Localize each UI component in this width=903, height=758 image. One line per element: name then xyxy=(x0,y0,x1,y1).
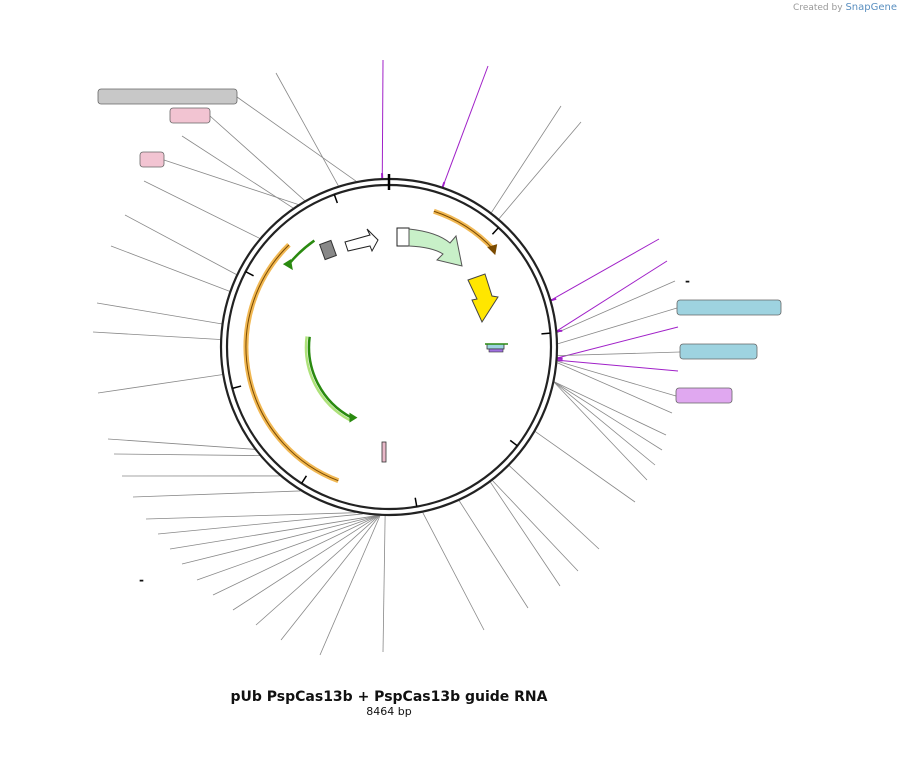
tick-mark xyxy=(415,498,417,507)
leader-line xyxy=(213,516,378,595)
flag-box xyxy=(382,442,386,462)
green-arc-inner-halo xyxy=(306,336,350,420)
leader-line xyxy=(383,516,385,652)
feature-leader xyxy=(210,116,305,201)
feature-leader xyxy=(164,160,298,204)
tick-mark xyxy=(302,476,307,484)
inner-features xyxy=(246,211,508,480)
snapgene-logo-text: SnapGene xyxy=(845,2,897,13)
du6-promoter-arrow xyxy=(345,229,378,251)
leader-line xyxy=(111,246,229,291)
primer-leader xyxy=(557,327,678,358)
leader-line xyxy=(509,466,599,549)
leader-line xyxy=(490,482,560,586)
leader-line xyxy=(281,516,379,640)
leader-line xyxy=(97,303,222,324)
grey-feature-box xyxy=(320,240,337,259)
leader-line xyxy=(459,501,528,608)
snapgene-credit: Created by SnapGene xyxy=(793,2,897,13)
tick-mark xyxy=(492,228,498,235)
leader-line xyxy=(144,181,260,238)
backbone-outer xyxy=(221,179,557,515)
leader-line xyxy=(276,73,338,186)
leader-lines xyxy=(93,60,680,655)
feature-leader xyxy=(558,352,680,356)
leader-line xyxy=(182,516,378,564)
primer-leader xyxy=(556,360,678,371)
leader-line xyxy=(170,516,377,549)
leader-line xyxy=(557,363,672,413)
feature-box xyxy=(677,300,781,315)
leader-line xyxy=(320,516,380,655)
leader-line xyxy=(499,122,581,219)
plasmid-size: 8464 bp xyxy=(366,705,411,718)
plasmid-name: pUb PspCas13b + PspCas13b guide RNA xyxy=(230,689,547,705)
leader-line xyxy=(197,516,378,580)
leader-line xyxy=(554,382,655,465)
leader-line xyxy=(423,513,484,630)
lac-feature-m13 xyxy=(489,349,503,352)
leader-line xyxy=(93,332,220,339)
primer-leader xyxy=(382,60,383,179)
feature-box xyxy=(140,152,164,167)
site-dash: - xyxy=(139,573,144,587)
tick-mark xyxy=(246,272,254,276)
leader-line xyxy=(108,439,254,449)
ampr-arrow xyxy=(409,229,462,266)
green-arc-small xyxy=(289,241,314,264)
tick-mark xyxy=(334,195,337,203)
leader-line xyxy=(233,516,378,610)
ori-arrow xyxy=(468,274,498,322)
leader-line xyxy=(114,454,260,456)
leader-line xyxy=(557,281,675,332)
leader-line xyxy=(98,375,222,393)
site-dash: - xyxy=(685,274,690,288)
tick-mark xyxy=(510,440,517,445)
primer-leader xyxy=(550,239,659,300)
primer-leader xyxy=(442,66,488,188)
primer-leader xyxy=(556,261,667,331)
leader-line xyxy=(554,382,662,450)
feature-leader xyxy=(558,308,677,344)
leader-line xyxy=(535,432,635,502)
leader-line xyxy=(491,106,561,213)
leader-line xyxy=(554,382,666,435)
feature-box xyxy=(680,344,757,359)
leader-line xyxy=(554,382,647,480)
feature-box xyxy=(676,388,732,403)
ampr-promoter-box xyxy=(397,228,409,246)
leader-line xyxy=(493,481,578,571)
credit-prefix: Created by xyxy=(793,3,843,13)
leader-line xyxy=(125,215,236,275)
feature-leader xyxy=(557,361,676,396)
leader-line xyxy=(158,514,363,534)
tick-mark xyxy=(541,333,550,334)
feature-box xyxy=(170,108,210,123)
arrowhead-inner xyxy=(349,413,357,423)
feature-box xyxy=(98,89,237,104)
tick-mark xyxy=(232,386,241,388)
leader-line xyxy=(133,491,300,497)
